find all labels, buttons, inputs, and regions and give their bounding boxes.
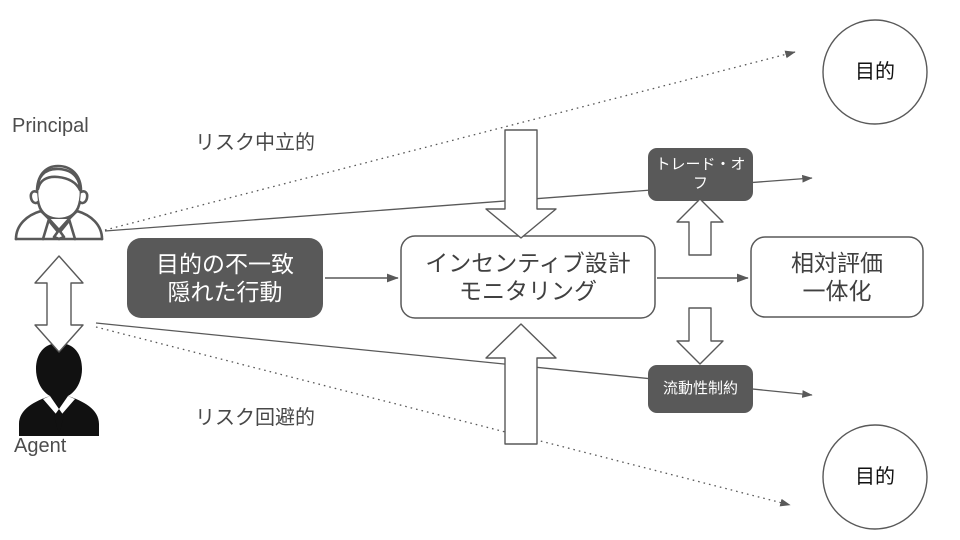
connector-principal-dotted-to-goal-top [104, 50, 796, 231]
box-tradeoff[interactable] [648, 148, 753, 201]
block-arrow-down-into-incentive [485, 129, 557, 239]
circle-goal-top[interactable] [822, 19, 928, 125]
person-silhouette-icon [19, 343, 99, 436]
block-arrow-up-into-incentive [485, 323, 557, 445]
box-relative[interactable] [750, 236, 924, 318]
circle-goal-bottom[interactable] [822, 424, 928, 530]
connector-agent-dotted-to-goal-bottom [95, 326, 791, 507]
block-arrow-double-vertical [34, 255, 84, 353]
box-incentive[interactable] [400, 235, 656, 319]
box-liquidity[interactable] [648, 365, 753, 413]
block-arrow-down-to-liquidity [676, 307, 724, 365]
person-outline-icon [14, 164, 104, 241]
block-arrow-up-to-tradeoff [676, 198, 724, 256]
box-mismatch[interactable] [127, 238, 323, 318]
